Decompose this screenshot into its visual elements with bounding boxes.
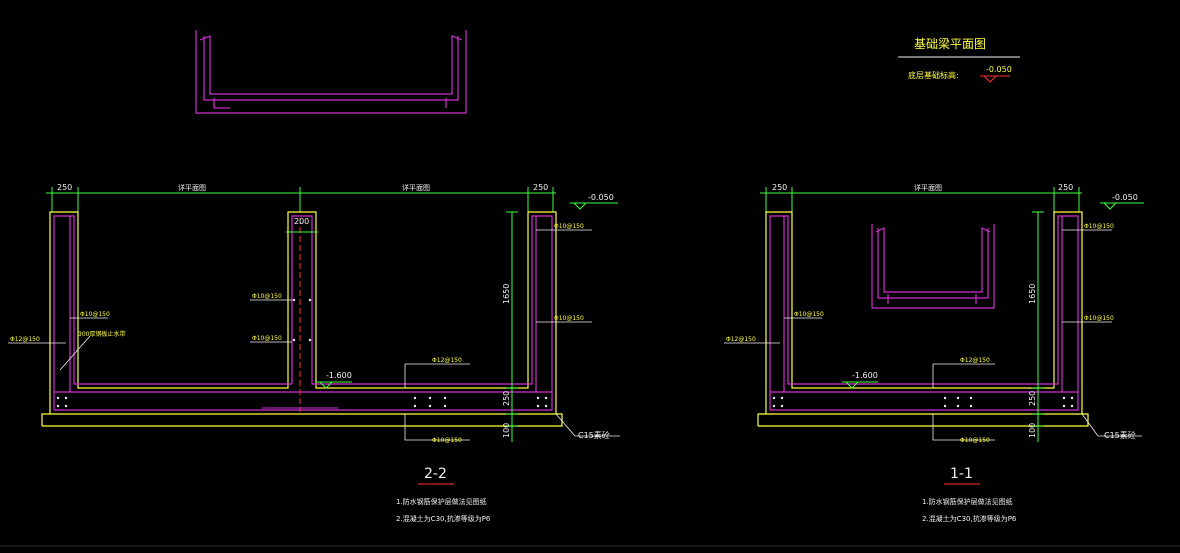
dim-100-1-1: 100 (1028, 423, 1037, 438)
rebar-2-2 (53, 215, 553, 411)
leaders-2-2 (8, 229, 620, 441)
rebar-dots-1-1 (772, 396, 1074, 408)
dim-span-right: 详平面图 (402, 183, 430, 192)
inner-level-1-1: -1.600 (852, 371, 878, 380)
section-title-2-2: 2-2 (424, 466, 447, 482)
section-2-2: 250 详平面图 详平面图 250 -0.050 200 (8, 183, 620, 523)
note-2-2-2: 2.混凝土为C30,抗渗等级为P6 (396, 514, 491, 523)
dim-200: 200 (294, 217, 309, 226)
base-level-value: -0.050 (986, 65, 1012, 74)
note-1-1-1: 1.防水钢筋保护层做法见图纸 (922, 497, 1013, 506)
page-title: 基础梁平面图 (914, 36, 986, 51)
rebar-label-r5b-2-2: Φ10@150 (432, 437, 462, 444)
dim-span-1-1: 详平面图 (914, 183, 942, 192)
dim-250v-2-2: 250 (502, 391, 511, 406)
dim-250v-1-1: 250 (1028, 391, 1037, 406)
section-title-1-1: 1-1 (950, 466, 973, 482)
section-1-1: 250 详平面图 250 -0.050 (724, 183, 1144, 523)
dim-line-2-2 (46, 187, 556, 212)
rebar-label-r6-1-1: Φ10@150 (1084, 223, 1114, 230)
top-level-2-2: -0.050 (588, 193, 614, 202)
base-level-label: 底层基础标高: (908, 70, 959, 80)
inner-level-2-2: -1.600 (326, 371, 352, 380)
dim-span-left: 详平面图 (178, 183, 206, 192)
vert-dims-1-1 (1032, 211, 1044, 442)
rebar-label-r2-2-2: Φ10@150 (252, 293, 282, 300)
rebar-label-r7-1-1: Φ10@150 (1084, 315, 1114, 322)
rebar-dots-2-2 (56, 298, 548, 408)
rebar-label-r5-2-2: Φ12@150 (432, 357, 462, 364)
concrete-outline-2-2 (41, 211, 563, 427)
dim-250-left-1-1: 250 (772, 183, 787, 192)
inset-trough-1-1 (871, 224, 995, 309)
rebar-label-r7-2-2: Φ10@150 (554, 315, 584, 322)
title-block: 基础梁平面图 底层基础标高: -0.050 (898, 36, 1020, 83)
rebar-1-1 (769, 215, 1079, 411)
dim-250-right: 250 (533, 183, 548, 192)
top-level-1-1: -0.050 (1112, 193, 1138, 202)
note-1-2-2: 1.防水钢筋保护层做法见图纸 (396, 497, 487, 506)
waterstop-label: 300厚钢板止水带 (78, 330, 125, 338)
dim-line-1-1 (760, 187, 1082, 212)
cushion-label-1-1: C15素砼 (1104, 430, 1136, 440)
rebar-label-r5-1-1: Φ12@150 (960, 357, 990, 364)
dim-250-right-1-1: 250 (1058, 183, 1073, 192)
vert-dims-2-2 (506, 211, 518, 442)
rebar-label-r6-2-2: Φ10@150 (554, 223, 584, 230)
dim-250-left: 250 (57, 183, 72, 192)
leaders-1-1 (724, 229, 1142, 441)
rebar-label-r4-2-2: Φ10@150 (252, 335, 282, 342)
dim-1650-2-2: 1650 (502, 284, 511, 304)
rebar-label-r1-2-2: Φ10@150 (80, 311, 110, 318)
rebar-label-r3-1-1: Φ12@150 (726, 336, 756, 343)
rebar-label-r1-1-1: Φ10@150 (794, 311, 824, 318)
note-2-1-1: 2.混凝土为C30,抗渗等级为P6 (922, 514, 1017, 523)
rebar-label-r3-2-2: Φ12@150 (10, 336, 40, 343)
top-trough-detail (195, 30, 467, 114)
cushion-label-2-2: C15素砼 (578, 430, 610, 440)
dim-100-2-2: 100 (502, 423, 511, 438)
dim-1650-1-1: 1650 (1028, 284, 1037, 304)
rebar-label-r5b-1-1: Φ10@150 (960, 437, 990, 444)
concrete-outline-1-1 (757, 211, 1089, 427)
